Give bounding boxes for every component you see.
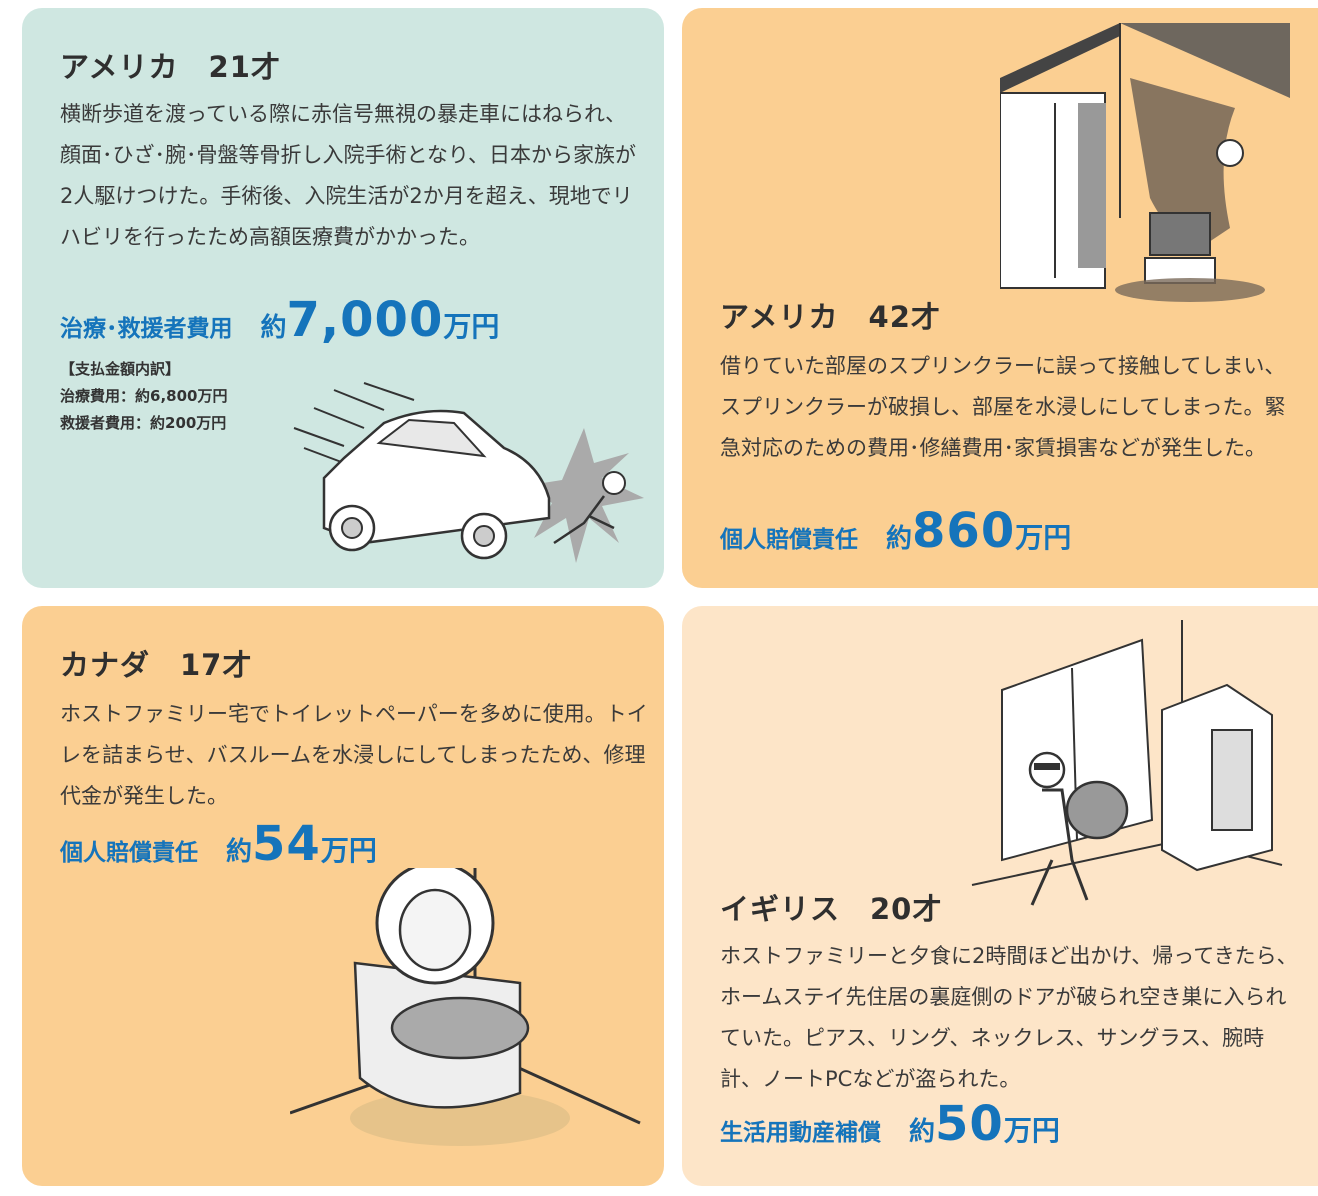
amount-value: 54 [252, 816, 321, 872]
case-card-america-21: アメリカ 21才 横断歩道を渡っている際に赤信号無視の暴走車にはねられ、顔面･ひ… [22, 8, 664, 588]
breakdown-item: 救援者費用：約200万円 [60, 414, 227, 432]
case-description: ホストファミリー宅でトイレットペーパーを多めに使用。トイレを詰まらせ、バスルーム… [60, 702, 648, 808]
case-amount: 生活用動産補償 約50万円 [720, 1096, 1060, 1152]
case-description: ホストファミリーと夕食に2時間ほど出かけ、帰ってきたら、ホームステイ先住居の裏庭… [720, 944, 1298, 1091]
amount-unit: 万円 [320, 834, 377, 867]
coverage-label: 治療･救援者費用 [60, 316, 233, 342]
amount-unit: 万円 [443, 310, 500, 343]
amount-value: 7,000 [286, 292, 444, 348]
case-amount: 治療･救援者費用 約7,000万円 [60, 292, 499, 348]
amount-prefix: 約 [886, 524, 913, 554]
case-title: アメリカ 42才 [720, 300, 941, 334]
amount-unit: 万円 [1015, 521, 1072, 554]
case-card-canada-17: カナダ 17才 ホストファミリー宅でトイレットペーパーを多めに使用。トイレを詰ま… [22, 606, 664, 1186]
case-title: イギリス 20才 [720, 892, 943, 926]
case-card-america-42: アメリカ 42才 借りていた部屋のスプリンクラーに誤って接触してしまい、スプリン… [682, 8, 1318, 588]
coverage-label: 個人賠償責任 [720, 527, 858, 553]
case-amount: 個人賠償責任 約54万円 [60, 816, 377, 872]
case-title: アメリカ 21才 [60, 50, 281, 84]
burglar-illustration [971, 620, 1283, 906]
case-amount: 個人賠償責任 約860万円 [720, 503, 1071, 559]
coverage-label: 個人賠償責任 [60, 840, 198, 866]
overflowing-toilet-illustration [290, 868, 641, 1146]
breakdown-heading: 【支払金額内訳】 [60, 360, 181, 378]
payment-breakdown: 【支払金額内訳】 治療費用：約6,800万円 救援者費用：約200万円 [60, 356, 227, 437]
case-description: 借りていた部屋のスプリンクラーに誤って接触してしまい、スプリンクラーが破損し、部… [720, 354, 1286, 460]
amount-value: 860 [912, 503, 1016, 559]
amount-prefix: 約 [909, 1117, 936, 1147]
car-accident-illustration [293, 382, 644, 563]
breakdown-item: 治療費用：約6,800万円 [60, 387, 228, 405]
amount-value: 50 [935, 1096, 1004, 1152]
case-description: 横断歩道を渡っている際に赤信号無視の暴走車にはねられ、顔面･ひざ･腕･骨盤等骨折… [60, 102, 637, 249]
flooded-room-illustration [1000, 23, 1290, 302]
amount-unit: 万円 [1003, 1114, 1060, 1147]
amount-prefix: 約 [260, 313, 287, 343]
case-title: カナダ 17才 [60, 648, 253, 682]
coverage-label: 生活用動産補償 [720, 1120, 881, 1146]
amount-prefix: 約 [226, 837, 253, 867]
case-card-uk-20: イギリス 20才 ホストファミリーと夕食に2時間ほど出かけ、帰ってきたら、ホーム… [682, 606, 1318, 1186]
